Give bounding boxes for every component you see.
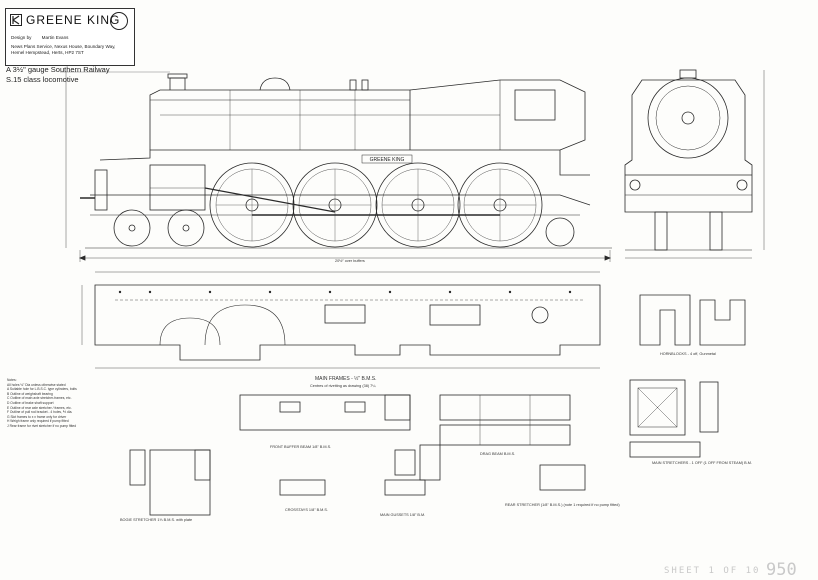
sheet-label: SHEET 1 OF 10 <box>664 566 761 576</box>
drag-beam-label: DRAG BEAM B.M.S. <box>480 452 516 456</box>
address-line-1: News Plans Service, Nexus House, Boundar… <box>11 44 116 49</box>
drawing-number: 950 <box>766 560 797 580</box>
note-line: C Outline of main axle stretcher-frames,… <box>7 396 72 401</box>
drawing-title-line-1: A 3½" gauge Southern Railway <box>6 65 110 74</box>
note-line: G Slot frames to x x frame only for driv… <box>7 414 67 419</box>
greene-king-logo-icon <box>10 14 22 26</box>
loco-nameplate: GREENE KING <box>370 157 405 163</box>
note-line: B Outline of weighshaft bearing <box>7 391 53 396</box>
note-line: All holes ⅛" Dia unless otherwise stated <box>7 382 66 387</box>
bogie-stretcher-label: BOGIE STRETCHER 1⅓ B.M.S. with plate <box>120 518 193 522</box>
drawing-notes: Notes: All holes ⅛" Dia unless otherwise… <box>7 378 77 429</box>
brand-ring-icon <box>110 12 128 30</box>
hornblocks-drawing <box>639 294 746 346</box>
hornblocks-label: HORNBLOCKS - 4 off, Gunmetal <box>660 352 716 356</box>
designer-name: Martin Evans <box>41 35 69 40</box>
note-line: A Suitable hole for L.B.S.C. type cylind… <box>7 387 77 392</box>
crosstays-label: CROSSTAYS 1/8" B.M.S. <box>285 508 328 512</box>
main-stretcher-label: MAIN STRETCHERS - 1 OFF (1 OFF FROM STEA… <box>652 461 752 465</box>
design-by-label: Design by Martin Evans <box>11 35 69 40</box>
crosstays-drawing <box>279 444 586 496</box>
main-frames-label: MAIN FRAMES - ½" B.M.S. <box>315 376 377 382</box>
drawing-title-line-2: S.15 class locomotive <box>6 75 79 84</box>
front-elevation <box>624 69 765 259</box>
address-line-2: Hemel Hempstead, Herts, HP2 7ST <box>11 50 84 55</box>
rear-stretcher-label: REAR STRETCHER (1/8" B.M.S.) (note 1 req… <box>505 503 620 507</box>
front-buffer-beam-drawing <box>239 394 411 431</box>
note-line: D Outline of brake shaft support <box>7 400 54 405</box>
gussets-label: MAIN GUSSETS 1/8" B.M. <box>380 513 426 517</box>
note-line: Notes: <box>7 378 17 382</box>
note-line: F Outline of pull rod bracket - 4 holes,… <box>7 410 73 415</box>
overall-length-dimension: 20½" over buffers <box>335 259 365 263</box>
brand-name: GREENE KING <box>26 13 121 27</box>
note-line: H Weigh frame only required if pump fitt… <box>7 419 69 424</box>
side-elevation <box>60 71 612 262</box>
front-buffer-beam-label: FRONT BUFFER BEAM 1/8" B.M.S. <box>270 445 332 449</box>
title-block: GREENE KING Design by Martin Evans News … <box>5 8 135 66</box>
drag-beam-drawing <box>439 394 571 446</box>
bogie-stretcher-drawing <box>129 449 211 516</box>
note-line: J Rear frame for rivet stretcher if no p… <box>7 423 77 428</box>
main-frames-drawing <box>81 271 601 369</box>
main-frames-note: Centres of rivetting as drawing (38) 7¼ <box>310 384 376 388</box>
main-stretcher-drawing <box>629 379 719 458</box>
note-line: E Outline of rear axle stretcher / frame… <box>7 405 72 410</box>
